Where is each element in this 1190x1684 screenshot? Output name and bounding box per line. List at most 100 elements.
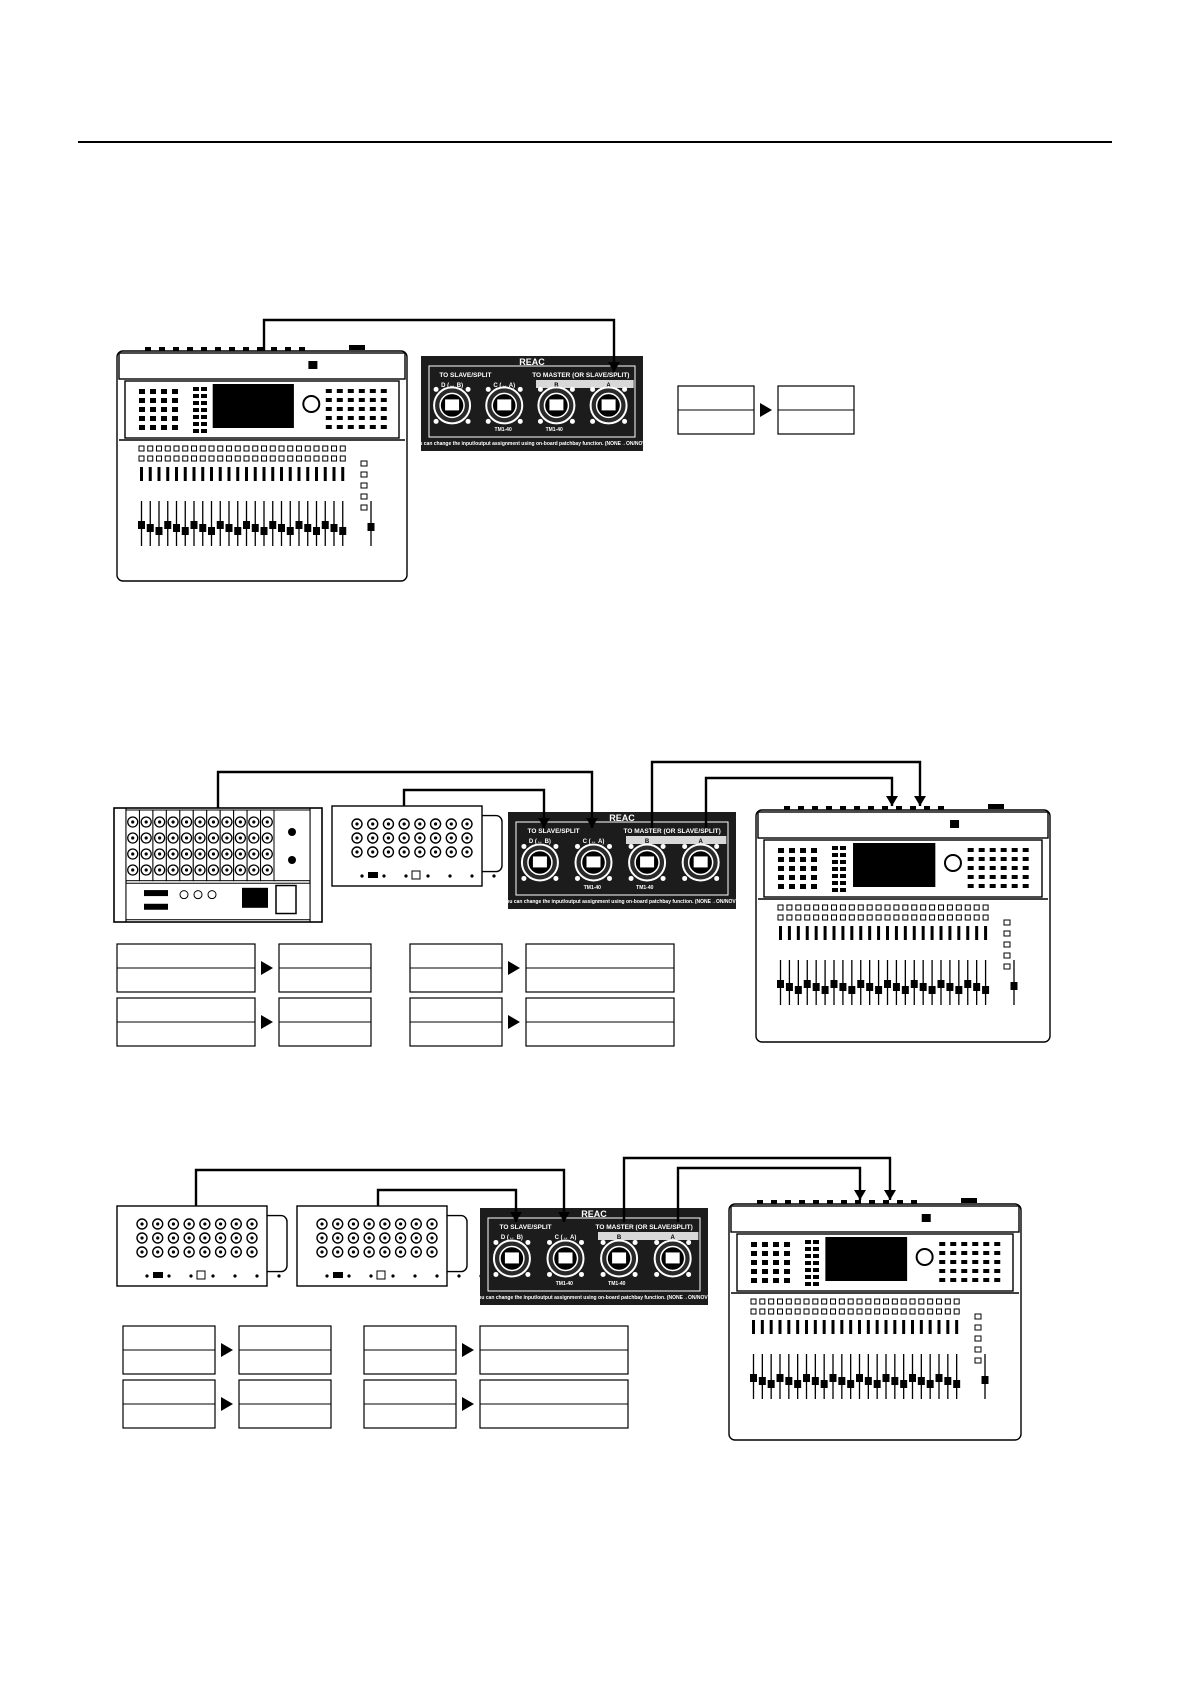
channel-button [261,455,267,462]
fader-cap [900,1380,908,1388]
channel-button [821,1298,828,1305]
channel-button [296,455,302,462]
port-screw [485,418,491,424]
channel-button [973,904,980,911]
xlr-pin [198,852,202,856]
indicator [391,1274,395,1278]
channel-button [891,1308,898,1315]
fader-cap [875,986,883,994]
channel-button [953,1298,960,1305]
side-button [360,504,368,511]
port-screw [493,1271,499,1277]
channel-meter [262,467,266,481]
channel-button [759,1298,766,1305]
port-label-port_b: B [554,383,559,389]
port-screw [714,875,720,881]
channel-meter [858,1320,861,1334]
channel-meter [966,926,970,940]
mixer-button [784,1278,790,1283]
fader-cap [909,1374,916,1382]
channel-button [164,445,171,452]
port-screw [537,418,543,424]
mixer-button [325,407,332,411]
xlr-pin [225,852,229,856]
top-connector [911,1200,917,1204]
rj45-socket [558,1252,573,1264]
fader-cap [216,521,224,529]
channel-meter [192,467,196,481]
mixer-button [961,1278,968,1282]
xlr-pin [187,1250,191,1254]
channel-button [785,1298,792,1305]
channel-meter [893,1320,897,1334]
port-screw [682,875,688,881]
top-connector [882,806,888,810]
reac-note: You can change the input/output assignme… [413,441,651,447]
reac-panel-frame [515,821,729,896]
section3-stage-box-2 [296,1205,483,1287]
mixer-button [161,398,167,403]
mixer-button [813,1254,819,1258]
channel-meter [955,1320,959,1334]
xlr-pin [225,820,229,824]
mixer-button [950,1269,957,1273]
port-screw [607,843,612,849]
fader-cap [838,1377,846,1385]
channel-button [795,914,802,921]
xlr-pin [386,850,391,854]
mixer-button [989,875,996,879]
fader-cap [173,524,180,532]
power-jack [193,890,203,900]
arrow-right-icon [760,403,772,417]
xlr-pin [250,1236,254,1240]
top-connector [961,1198,977,1203]
mixer-button [150,407,156,412]
xlr-pin [171,868,175,872]
fader-cap [225,524,233,532]
channel-button [304,455,311,462]
mixer-button [784,1269,790,1274]
port-screw [547,1239,552,1245]
port-screw [600,1239,606,1245]
channel-meter [280,467,283,481]
xlr-pin [351,1236,356,1240]
top-connector [988,804,1004,809]
xlr-pin [371,850,375,854]
mixer-button [972,1251,979,1255]
channel-meter [332,467,336,481]
channel-button [173,455,180,462]
channel-button [243,455,250,462]
mixer-button [358,416,365,420]
xlr-pin [203,1250,207,1254]
indicator [233,1274,237,1278]
section2-stage-box [331,805,518,887]
section3-assignment-4 [363,1379,629,1429]
channel-button [856,1308,863,1315]
mixer-button [967,848,974,852]
fader-cap [820,1380,828,1388]
mixer-button [994,1269,1001,1273]
channel-meter [937,1320,941,1334]
channel-button [839,904,846,911]
xlr-pin [131,868,135,872]
mixer-button [784,1251,790,1256]
channel-button [147,445,154,452]
cable-arrow [914,796,926,806]
channel-meter [805,926,809,940]
port-screw [521,843,527,849]
mixer-button [380,425,387,429]
fader-cap [821,986,829,994]
mixer-button [773,1251,779,1256]
xlr-pin [156,1222,160,1226]
channel-meter [957,926,961,940]
channel-meter [227,467,231,481]
mixer-button [193,415,199,419]
channel-meter [919,1320,923,1334]
side-button [974,1324,982,1331]
channel-meter [201,467,205,481]
fader-cap [269,521,277,529]
channel-button [900,1298,907,1305]
rj45-socket [504,1252,519,1264]
top-connector [757,1200,763,1204]
mixer-button [994,1278,1001,1282]
